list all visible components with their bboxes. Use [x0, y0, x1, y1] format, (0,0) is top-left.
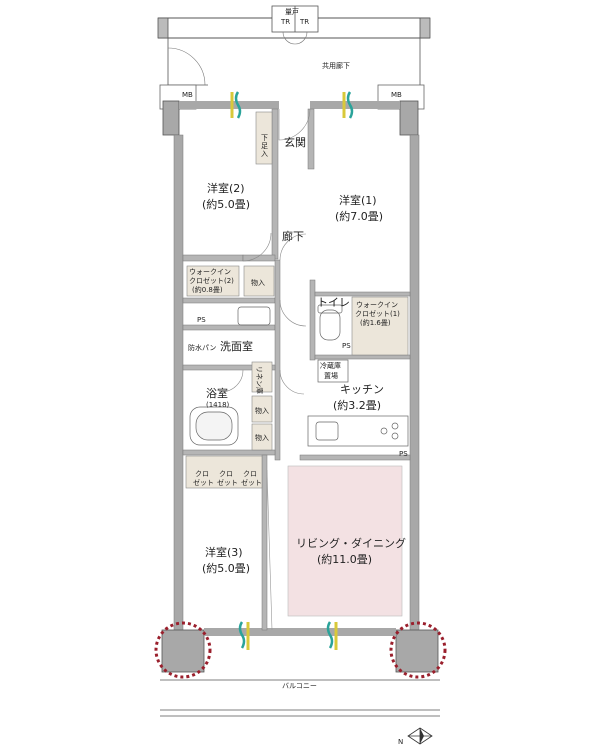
north-label: N — [398, 738, 403, 746]
western-room-1-size: (約7.0畳) — [335, 209, 383, 223]
closet-1-line2: ゼット — [193, 478, 214, 487]
waterproof-pan-label: 防水パン — [188, 343, 216, 352]
living-dining-area — [287, 465, 403, 617]
toilet-label: トイレ — [317, 296, 350, 309]
labels: 量戸 TR TR 共用廊下 MB MB 下 足 入 玄関 洋室(2) (約5.0… — [182, 8, 408, 746]
interior-walls — [182, 108, 411, 631]
western-room-2-size: (約5.0畳) — [202, 197, 250, 211]
shoe-storage-label-3: 入 — [261, 150, 268, 158]
storage-c-label: 物入 — [255, 433, 269, 442]
mb-left-label: MB — [182, 91, 193, 99]
living-dining-name: リビング・ダイニング — [296, 536, 406, 550]
mb-right-label: MB — [391, 91, 402, 99]
closet-2-line1: クロ — [219, 470, 233, 478]
closet-2-line2: ゼット — [217, 478, 238, 487]
living-dining-size: (約11.0畳) — [317, 552, 372, 566]
common-corridor-label: 共用廊下 — [322, 61, 350, 70]
western-room-3-size: (約5.0畳) — [202, 561, 250, 575]
shoe-storage-label-1: 下 — [261, 134, 268, 142]
meterbox-top-label: 量戸 — [285, 8, 299, 16]
closet-3-line2: ゼット — [241, 478, 262, 487]
highlight-circles — [154, 621, 447, 679]
wic2-line2: クロゼット(2) — [189, 276, 234, 285]
wic1-line3: (約1.6畳) — [360, 318, 391, 327]
ps-label-1: PS — [197, 316, 206, 324]
closet-3-line1: クロ — [243, 470, 257, 478]
kitchen-size: (約3.2畳) — [333, 398, 381, 412]
outer-walls — [159, 84, 440, 717]
storage-a-label: 物入 — [251, 278, 265, 287]
western-room-1-name: 洋室(1) — [339, 193, 377, 207]
ps-label-2: PS — [342, 342, 351, 350]
wic1-line2: クロゼット(1) — [355, 309, 400, 318]
closet-1-line1: クロ — [195, 470, 209, 478]
compass-rose — [407, 727, 433, 745]
linen-label: リネン庫 — [255, 366, 264, 394]
kitchen-name: キッチン — [340, 383, 384, 396]
western-room-3-name: 洋室(3) — [205, 545, 243, 559]
wic2-line3: (約0.8畳) — [192, 285, 223, 294]
storage-areas — [185, 111, 409, 489]
balcony-label: バルコニー — [282, 682, 317, 690]
vent-markers — [230, 91, 354, 650]
wic1-line1: ウォークイン — [356, 301, 398, 309]
wic2-line1: ウォークイン — [189, 268, 231, 276]
doors — [220, 108, 311, 631]
western-room-2-name: 洋室(2) — [207, 181, 245, 195]
fridge-label-2: 置場 — [324, 371, 338, 380]
fridge-label-1: 冷蔵庫 — [320, 361, 341, 370]
hallway-label: 廊下 — [282, 229, 304, 243]
entrance-label: 玄関 — [284, 135, 306, 149]
ps-label-3: PS — [399, 450, 408, 458]
fixtures — [189, 304, 409, 447]
bathroom-name: 浴室 — [206, 386, 228, 400]
shoe-storage-label-2: 足 — [261, 142, 268, 150]
tr-right-label: TR — [299, 18, 309, 26]
bathroom-size: (1418) — [206, 401, 230, 409]
common-corridor-structure — [157, 5, 431, 86]
tr-left-label: TR — [280, 18, 290, 26]
washroom-label: 洗面室 — [220, 339, 253, 353]
storage-b-label: 物入 — [255, 406, 269, 415]
